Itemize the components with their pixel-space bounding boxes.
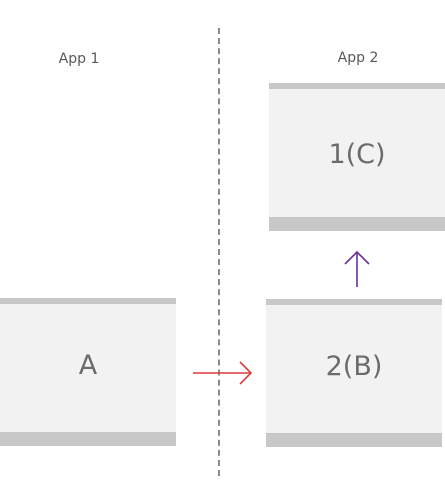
- box-a: A: [0, 298, 176, 446]
- box-b-label: 2(B): [325, 351, 383, 382]
- box-c-top-bar: [269, 83, 445, 89]
- arrow-up-icon: [344, 250, 370, 287]
- box-b-bottom-bar: [266, 433, 442, 447]
- box-c-label: 1(C): [328, 139, 386, 170]
- app-2-label: App 2: [337, 50, 379, 66]
- app-1-label: App 1: [58, 51, 100, 67]
- box-b: 2(B): [266, 299, 442, 447]
- box-b-top-bar: [266, 299, 442, 305]
- box-c: 1(C): [269, 83, 445, 231]
- box-a-label: A: [78, 350, 98, 381]
- box-a-top-bar: [0, 298, 176, 304]
- app-divider: [218, 28, 220, 476]
- box-a-bottom-bar: [0, 432, 176, 446]
- box-c-bottom-bar: [269, 217, 445, 231]
- arrow-right-icon: [193, 361, 253, 385]
